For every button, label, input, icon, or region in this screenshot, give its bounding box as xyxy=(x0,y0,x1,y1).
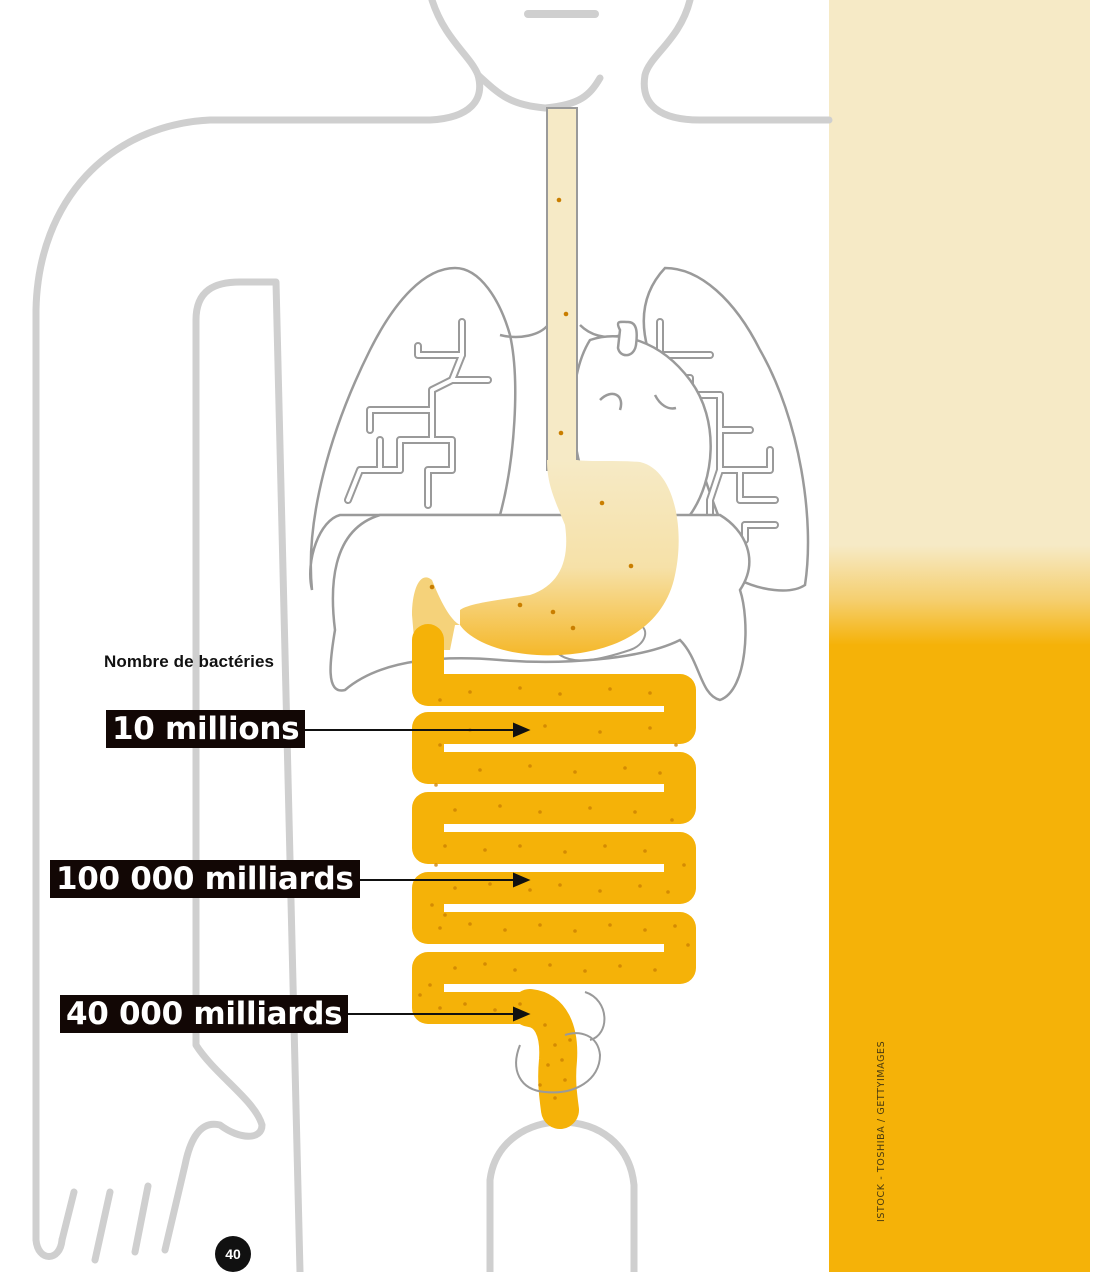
photo-credit: ISTOCK - TOSHIBA / GETTYIMAGES xyxy=(876,1040,887,1222)
body-outline xyxy=(32,0,833,1272)
small-intestine xyxy=(412,624,696,1024)
label-arrows xyxy=(296,722,531,1022)
bacteria-count-label-middle: 100 000 milliards xyxy=(50,860,360,898)
bacteria-count-label-colon: 40 000 milliards xyxy=(60,995,349,1033)
intestine-dots xyxy=(418,686,690,1100)
page-number: 40 xyxy=(215,1236,251,1272)
esophagus xyxy=(546,107,578,471)
side-color-band xyxy=(829,0,1090,1272)
stomach xyxy=(460,460,679,656)
pelvic-organs xyxy=(515,991,606,1094)
bacteria-count-label-upper: 10 millions xyxy=(106,710,306,748)
esophagus-dots xyxy=(556,197,569,436)
legend-title: Nombre de bactéries xyxy=(104,652,275,671)
stomach-dots xyxy=(429,500,634,631)
colon xyxy=(511,989,579,1129)
